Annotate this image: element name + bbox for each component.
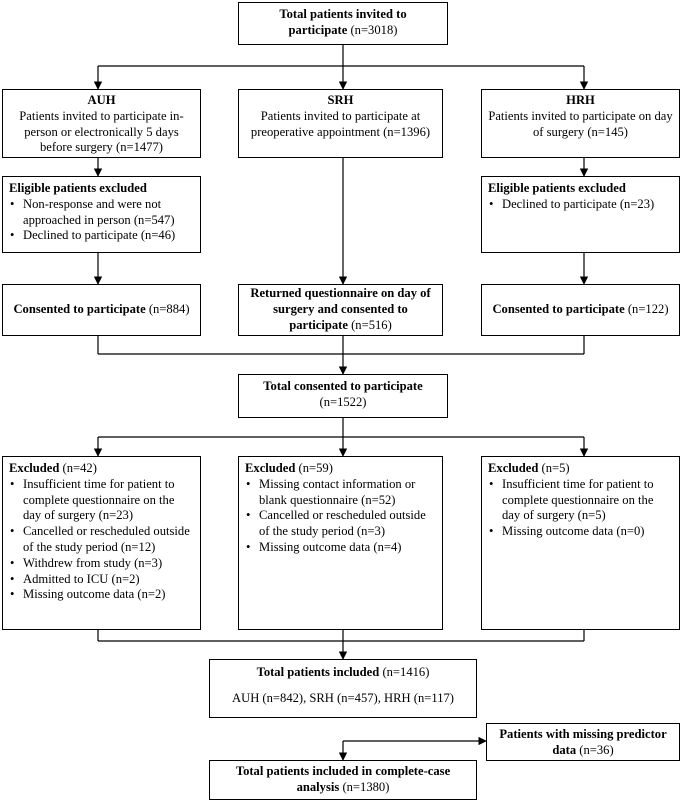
consented-count: (n=122) (627, 302, 669, 317)
exclusion-item: Missing outcome data (n=2) (9, 587, 194, 603)
consented-count: (n=884) (148, 302, 190, 317)
excluded-title: Excluded (488, 461, 539, 475)
excluded-count: (n=42) (62, 461, 97, 475)
site-description: Patients invited to participate on day o… (488, 108, 673, 139)
total-invited-title: Total patients invited to (279, 7, 407, 21)
site-hrh-box: HRH Patients invited to participate on d… (481, 89, 680, 158)
consented-count: (n=516) (351, 317, 392, 332)
excluded-hrh-box: Excluded (n=5) Insufficient time for pat… (481, 456, 680, 630)
exclusion-item: Declined to participate (n=46) (9, 228, 194, 244)
excluded-title: Excluded (9, 461, 60, 475)
eligible-excluded-title: Eligible patients excluded (9, 181, 147, 195)
exclusion-item: Declined to participate (n=23) (488, 197, 673, 213)
site-srh-box: SRH Patients invited to participate at p… (238, 89, 443, 158)
total-included-title: Total patients included (256, 665, 380, 679)
missing-predictor-count: (n=36) (579, 742, 614, 757)
complete-case-count: (n=1380) (342, 779, 390, 794)
excluded-count: (n=5) (541, 461, 570, 475)
consented-auh-box: Consented to participate (n=884) (2, 284, 201, 336)
site-name: HRH (566, 93, 595, 107)
total-consented-count: (n=1522) (319, 394, 367, 409)
missing-predictor-box: Patients with missing predictor data (n=… (486, 723, 680, 761)
exclusion-item: Insufficient time for patient to complet… (9, 477, 194, 524)
excluded-srh-box: Excluded (n=59) Missing contact informat… (238, 456, 443, 630)
consented-label: Consented to participate (492, 302, 625, 317)
total-included-box: Total patients included (n=1416) AUH (n=… (209, 659, 477, 718)
missing-predictor-title: Patients with missing predictor data (499, 727, 667, 757)
complete-case-box: Total patients included in complete-case… (209, 760, 477, 800)
total-invited-box: Total patients invited to participate (n… (238, 2, 448, 45)
total-invited-count: (n=3018) (350, 22, 398, 37)
complete-case-title: Total patients included in complete-case… (235, 764, 451, 794)
total-invited-title-2: participate (288, 22, 348, 37)
consented-label: Consented to participate (13, 302, 146, 317)
eligible-excluded-title: Eligible patients excluded (488, 181, 626, 195)
site-auh-box: AUH Patients invited to participate in-p… (2, 89, 201, 158)
exclusion-item: Missing outcome data (n=4) (245, 540, 436, 556)
total-consented-title: Total consented to participate (263, 379, 423, 393)
exclusion-item: Missing outcome data (n=0) (488, 524, 673, 540)
eligible-excluded-auh-box: Eligible patients excluded Non-response … (2, 176, 201, 253)
site-name: AUH (87, 93, 116, 107)
exclusion-item: Missing contact information or blank que… (245, 477, 436, 509)
site-description: Patients invited to participate in-perso… (19, 108, 184, 155)
eligible-excluded-hrh-box: Eligible patients excluded Declined to p… (481, 176, 680, 253)
total-included-count: (n=1416) (382, 665, 430, 679)
total-consented-box: Total consented to participate (n=1522) (238, 374, 448, 418)
consented-srh-box: Returned questionnaire on day of surgery… (238, 284, 443, 336)
exclusion-item: Non-response and were not approached in … (9, 197, 194, 229)
exclusion-item: Withdrew from study (n=3) (9, 556, 194, 572)
total-included-breakdown: AUH (n=842), SRH (n=457), HRH (n=117) (232, 690, 454, 705)
site-description: Patients invited to participate at preop… (250, 108, 431, 139)
exclusion-item: Admitted to ICU (n=2) (9, 572, 194, 588)
consented-label: Returned questionnaire on day of surgery… (250, 286, 431, 332)
consented-hrh-box: Consented to participate (n=122) (481, 284, 680, 336)
exclusion-item: Cancelled or rescheduled outside of the … (245, 508, 436, 540)
excluded-title: Excluded (245, 461, 296, 475)
excluded-count: (n=59) (298, 461, 333, 475)
excluded-auh-box: Excluded (n=42) Insufficient time for pa… (2, 456, 201, 630)
site-name: SRH (327, 93, 354, 107)
exclusion-item: Cancelled or rescheduled outside of the … (9, 524, 194, 556)
exclusion-item: Insufficient time for patient to complet… (488, 477, 673, 524)
